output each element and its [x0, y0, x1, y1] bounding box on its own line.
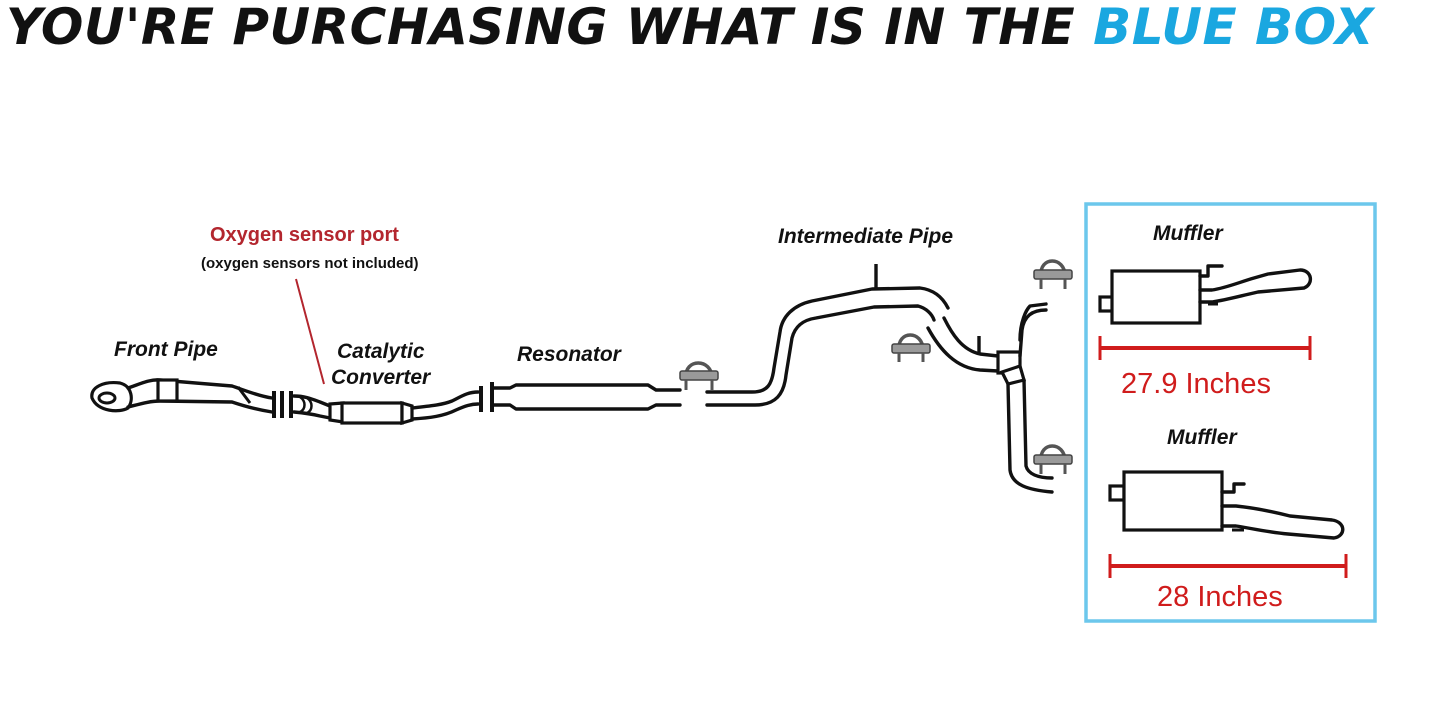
label-catalytic-2: Converter [331, 366, 432, 389]
headline-main: YOU'RE PURCHASING WHAT IS IN THE [6, 0, 1076, 56]
label-muffler-top: Muffler [1153, 222, 1224, 245]
headline: YOU'RE PURCHASING WHAT IS IN THE BLUE BO… [6, 0, 1374, 56]
measure-top [1098, 336, 1312, 360]
label-resonator: Resonator [517, 343, 623, 366]
label-muffler-bottom: Muffler [1167, 426, 1238, 449]
clamp-3 [1033, 259, 1073, 289]
headline-accent: BLUE BOX [1093, 0, 1374, 56]
label-catalytic-1: Catalytic [337, 340, 425, 363]
muffler-top [1098, 264, 1312, 325]
clamp-4 [1033, 444, 1073, 474]
label-oxygen-port: Oxygen sensor port [210, 224, 399, 246]
label-front-pipe: Front Pipe [114, 338, 218, 361]
clamp-1 [679, 361, 719, 390]
label-oxygen-note: (oxygen sensors not included) [201, 255, 419, 272]
measurement-top: 27.9 Inches [1121, 368, 1271, 400]
oxygen-leader-line [295, 278, 325, 385]
measure-bottom [1108, 554, 1348, 578]
catalytic-converter [289, 386, 483, 426]
clamp-2 [891, 333, 931, 362]
front-pipe [90, 378, 284, 418]
intermediate-pipe [705, 264, 1054, 494]
muffler-bottom [1108, 470, 1345, 540]
resonator [490, 382, 682, 412]
label-intermediate-pipe: Intermediate Pipe [778, 225, 953, 248]
measurement-bottom: 28 Inches [1157, 581, 1283, 613]
blue-box [1084, 202, 1377, 623]
